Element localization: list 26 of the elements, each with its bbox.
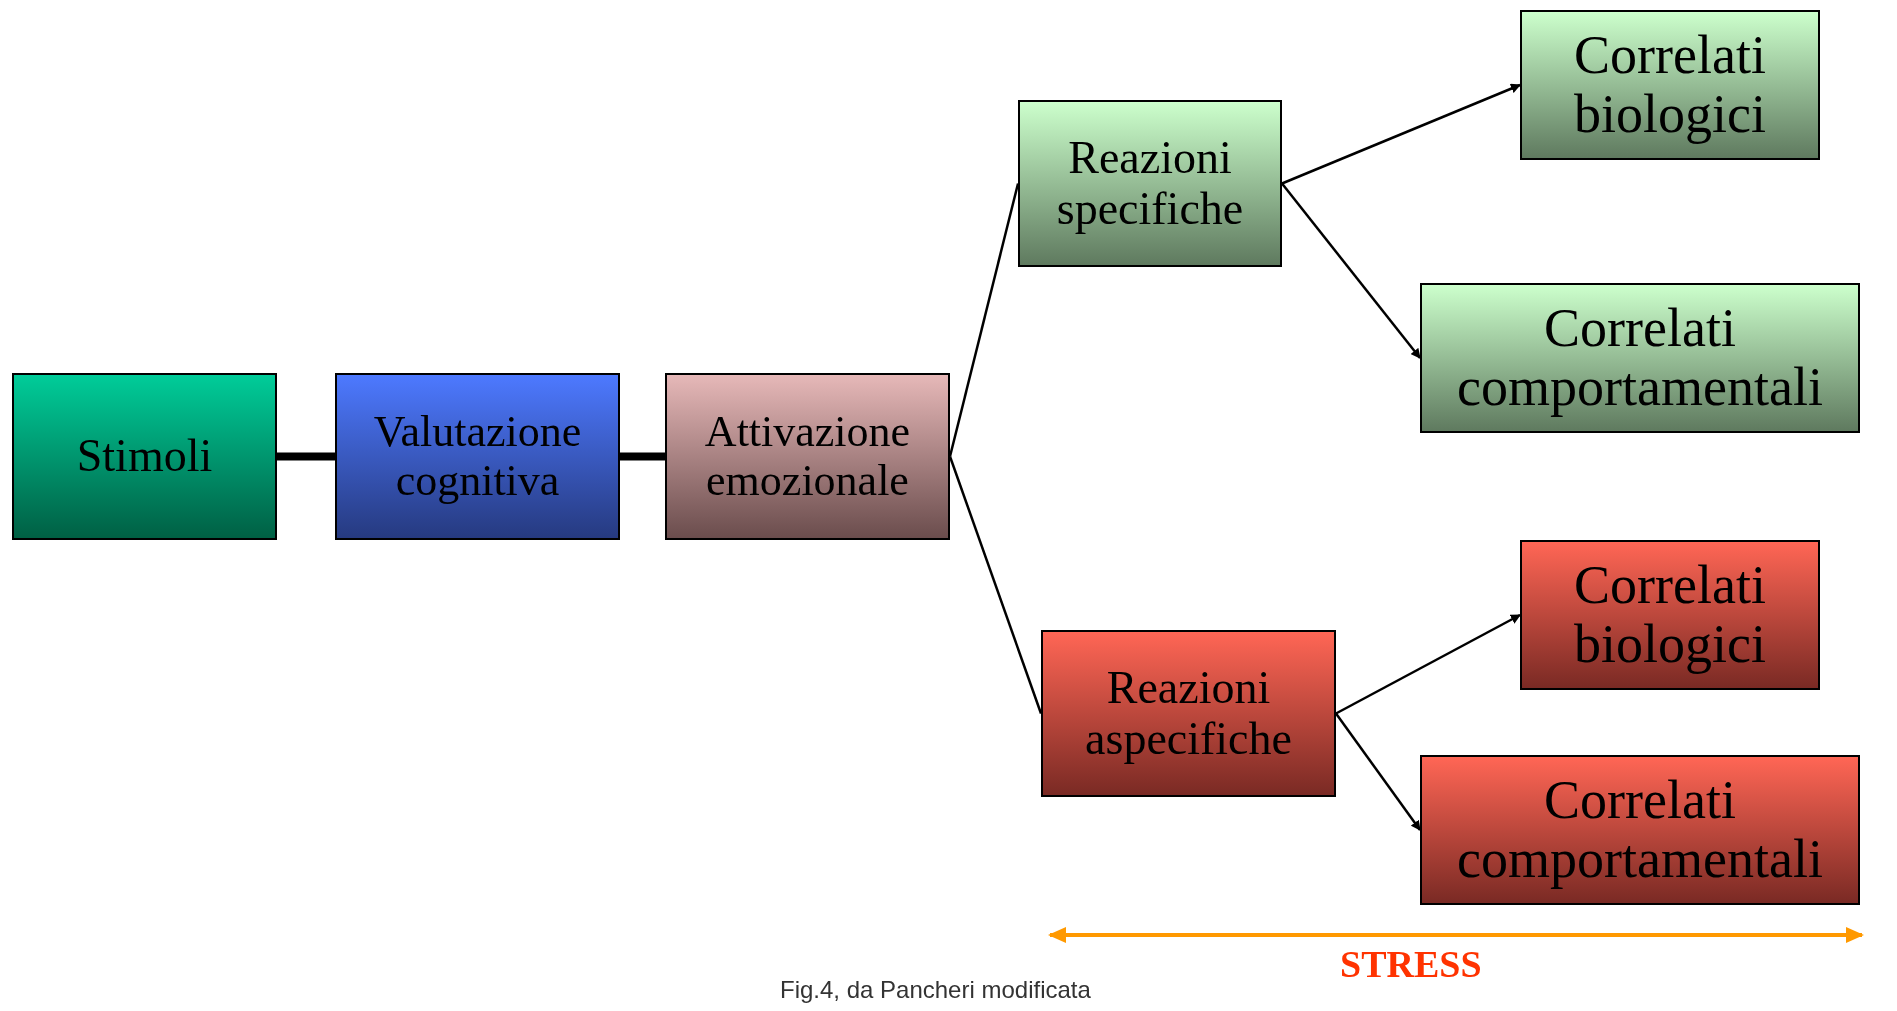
arrow bbox=[1281, 182, 1421, 359]
connector-line bbox=[277, 452, 335, 461]
box-label: Correlati comportamentali bbox=[1456, 770, 1824, 890]
box-label: Reazioni aspecifiche bbox=[1084, 662, 1293, 765]
process-box bbox=[1018, 100, 1282, 267]
process-box bbox=[1520, 10, 1820, 160]
arrow bbox=[1335, 712, 1421, 831]
connector-line bbox=[620, 452, 665, 461]
box-label: Correlati biologici bbox=[1573, 555, 1767, 675]
stress-label: STRESS bbox=[1340, 945, 1482, 983]
process-box bbox=[12, 373, 277, 540]
process-box bbox=[1520, 540, 1820, 690]
box-label: Reazioni specifiche bbox=[1055, 132, 1245, 235]
process-box bbox=[1420, 283, 1860, 433]
box-label: Correlati comportamentali bbox=[1456, 298, 1824, 418]
process-box bbox=[1420, 755, 1860, 905]
caption: Fig.4, da Pancheri modificata bbox=[780, 978, 1091, 1002]
box-label: Valutazione cognitiva bbox=[372, 408, 583, 505]
arrow bbox=[1335, 613, 1521, 715]
process-box bbox=[665, 373, 950, 540]
arrow bbox=[1281, 83, 1521, 185]
box-label: Stimoli bbox=[75, 431, 214, 482]
box-label: Attivazione emozionale bbox=[703, 408, 912, 505]
process-box bbox=[1041, 630, 1336, 797]
process-box bbox=[335, 373, 620, 540]
box-label: Correlati biologici bbox=[1573, 25, 1767, 145]
